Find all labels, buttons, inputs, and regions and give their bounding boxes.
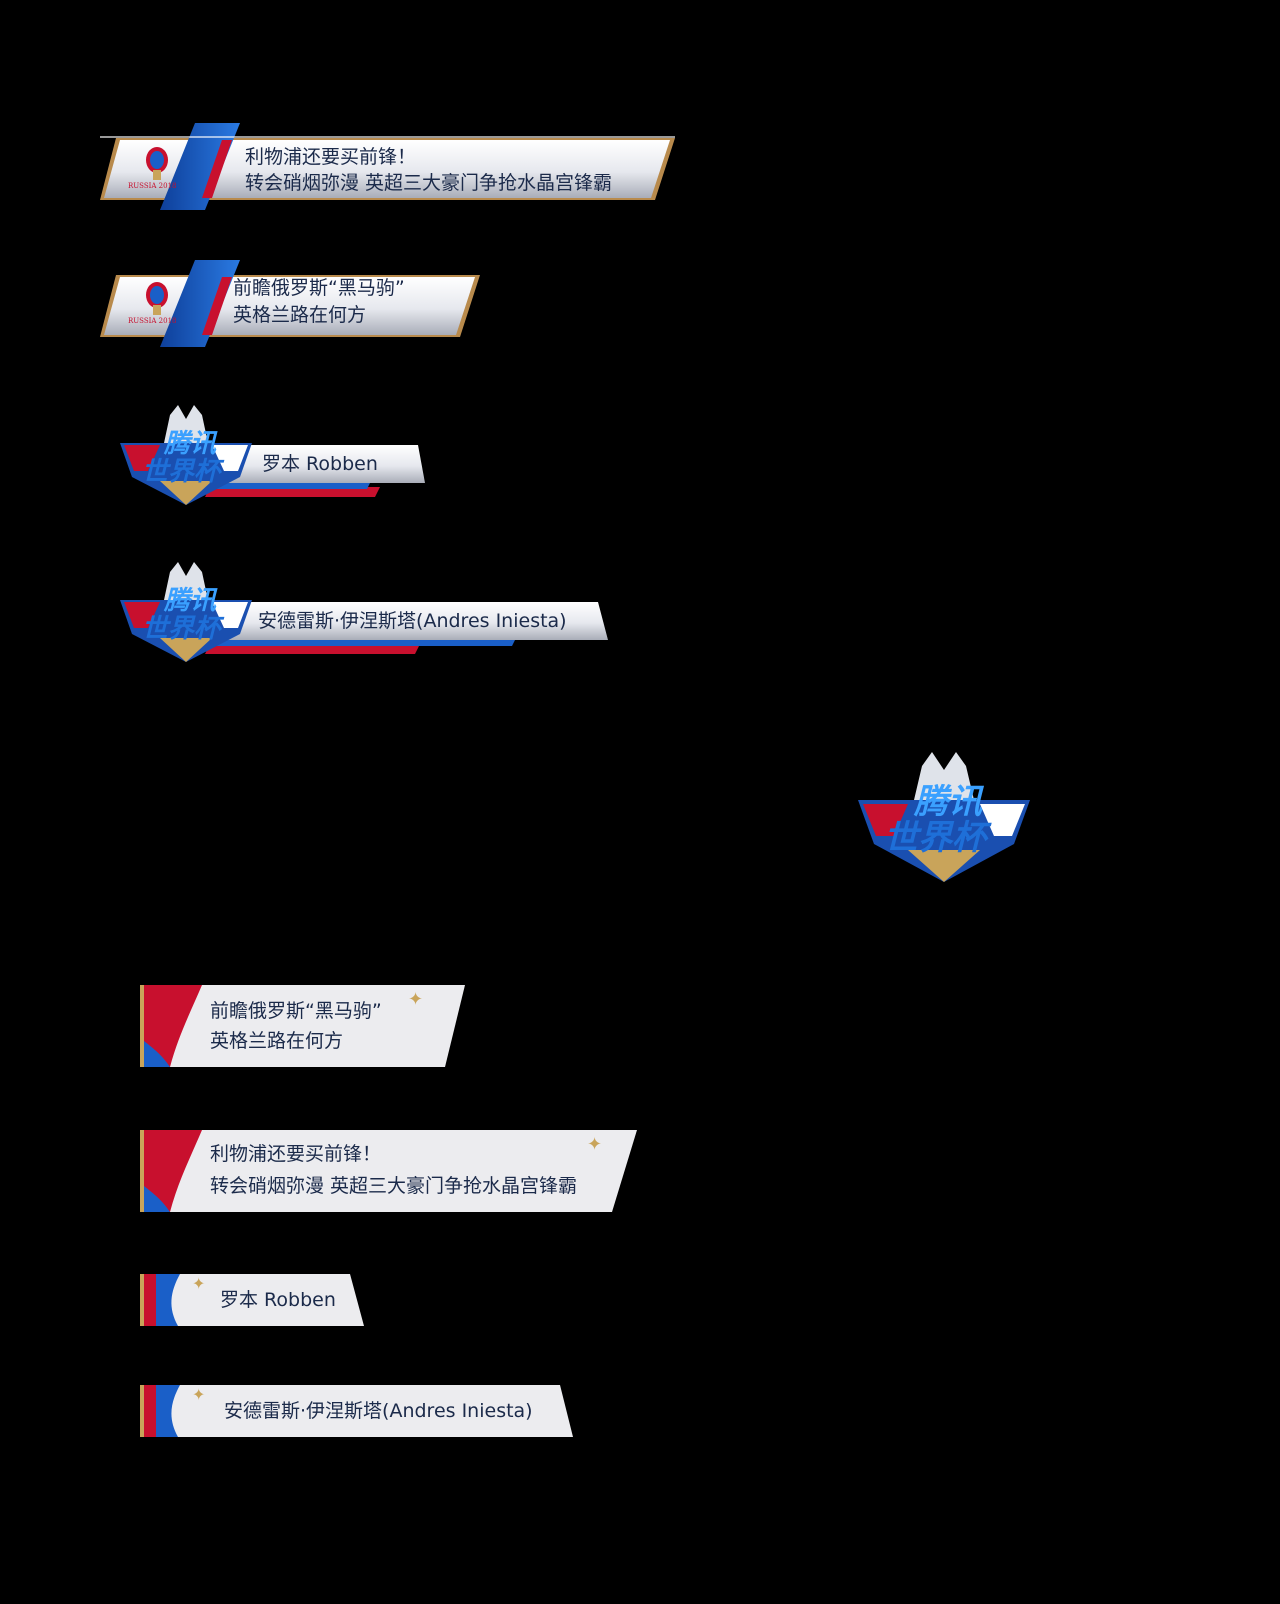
sparkle-icon: ✦	[192, 1385, 206, 1404]
name-b1-text: 罗本 Robben	[220, 1289, 336, 1311]
sparkle-icon: ✦	[587, 1134, 603, 1155]
headline-bar-b2: ✦ 利物浦还要买前锋！ 转会硝烟弥漫 英超三大豪门争抢水晶宫锋霸	[140, 1130, 640, 1212]
trophy-icon	[146, 147, 168, 180]
trophy-icon	[146, 282, 168, 315]
headline-bar-a1-shape	[100, 123, 675, 210]
headline-a2-line2: 英格兰路在何方	[233, 304, 367, 326]
emblem-caption: RUSSIA 2018	[128, 317, 177, 325]
logo-line1: 腾讯	[164, 586, 217, 616]
name-b2-text: 安德雷斯·伊涅斯塔(Andres Iniesta)	[224, 1400, 533, 1422]
tencent-worldcup-logo-small: 腾讯 世界杯	[120, 405, 252, 510]
tencent-worldcup-logo-icon	[120, 562, 252, 662]
headline-a1-line1: 利物浦还要买前锋！	[245, 146, 417, 168]
tencent-worldcup-logo-large: 腾讯 世界杯	[858, 752, 1030, 887]
name-a1-text: 罗本 Robben	[262, 453, 378, 475]
logo-line2: 世界杯	[142, 457, 221, 487]
headline-b2-line1: 利物浦还要买前锋！	[210, 1143, 382, 1165]
name-bar-b1: ✦ 罗本 Robben	[140, 1274, 365, 1326]
logo-line1: 腾讯	[914, 782, 982, 822]
name-bar-a1-shape	[205, 445, 425, 497]
headline-a2-line1: 前瞻俄罗斯“黑马驹”	[233, 277, 405, 299]
name-bar-a1: 腾讯 世界杯 罗本 Robben	[120, 405, 430, 515]
tencent-worldcup-logo-small: 腾讯 世界杯	[120, 562, 252, 667]
name-bar-b1-shape	[140, 1274, 364, 1326]
name-bar-a2: 腾讯 世界杯 安德雷斯·伊涅斯塔(Andres Iniesta)	[120, 562, 630, 672]
name-bar-b2: ✦ 安德雷斯·伊涅斯塔(Andres Iniesta)	[140, 1385, 575, 1437]
name-bar-a2-shape	[205, 602, 608, 654]
headline-b1-line2: 英格兰路在何方	[210, 1030, 344, 1052]
logo-line2: 世界杯	[142, 614, 221, 644]
emblem-caption: RUSSIA 2018	[128, 182, 177, 190]
world-cup-emblem: RUSSIA 2018	[128, 142, 182, 196]
headline-bar-b1: ✦ 前瞻俄罗斯“黑马驹” 英格兰路在何方	[140, 985, 470, 1067]
headline-bar-a2-shape	[100, 260, 480, 347]
sparkle-icon: ✦	[192, 1274, 206, 1293]
headline-b2-line2: 转会硝烟弥漫 英超三大豪门争抢水晶宫锋霸	[210, 1175, 578, 1197]
logo-line2: 世界杯	[884, 818, 986, 858]
headline-b1-line1: 前瞻俄罗斯“黑马驹”	[210, 1000, 382, 1022]
world-cup-emblem: RUSSIA 2018	[128, 277, 182, 331]
name-a2-text: 安德雷斯·伊涅斯塔(Andres Iniesta)	[258, 610, 567, 632]
tencent-worldcup-logo-icon	[120, 405, 252, 505]
sparkle-icon: ✦	[408, 989, 424, 1010]
headline-bar-a1: RUSSIA 2018 利物浦还要买前锋！ 转会硝烟弥漫 英超三大豪门争抢水晶宫…	[100, 120, 675, 210]
headline-bar-b2-shape	[140, 1130, 637, 1212]
headline-bar-b1-shape	[140, 985, 465, 1067]
name-bar-b2-shape	[140, 1385, 573, 1437]
logo-line1: 腾讯	[164, 429, 217, 459]
headline-a1-line2: 转会硝烟弥漫 英超三大豪门争抢水晶宫锋霸	[245, 172, 613, 194]
tencent-worldcup-logo-icon	[858, 752, 1030, 882]
headline-bar-a2: RUSSIA 2018 前瞻俄罗斯“黑马驹” 英格兰路在何方	[100, 257, 480, 347]
